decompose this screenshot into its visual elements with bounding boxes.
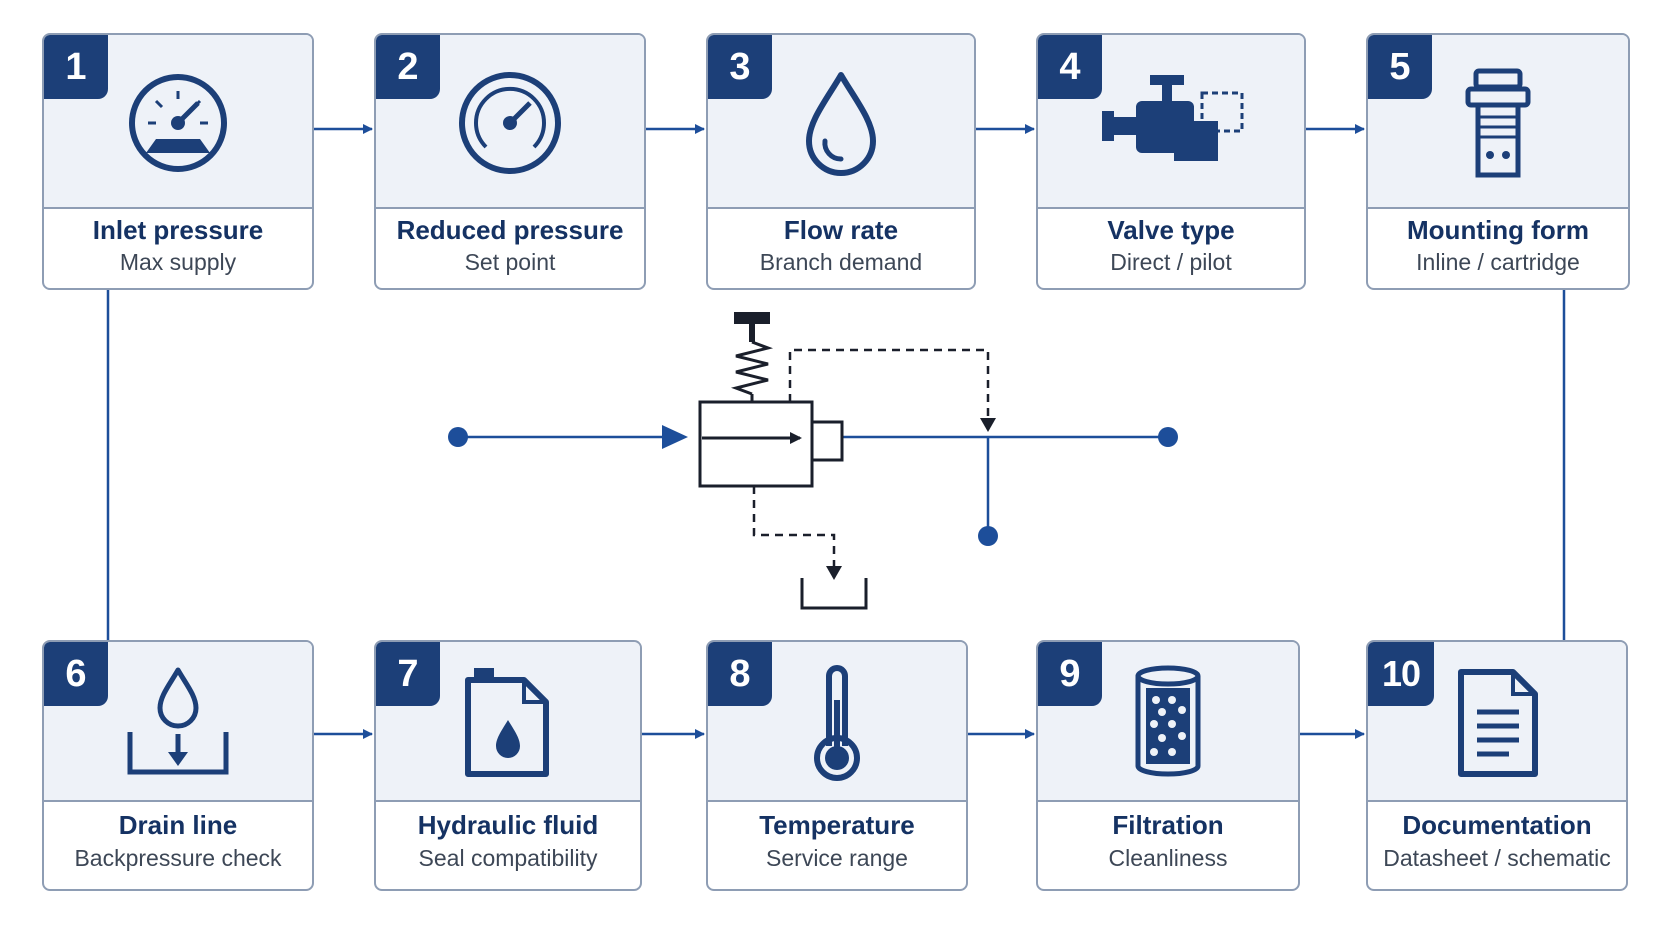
drain-icon: [127, 667, 229, 775]
droplet-icon: [806, 72, 876, 176]
step-title: Documentation: [1402, 810, 1592, 840]
step-card-5[interactable]: 5 Mounting form Inline / cartridge: [1366, 33, 1630, 290]
step-number-badge: 10: [1368, 642, 1434, 706]
step-card-9[interactable]: 9 Filtration Cleanliness: [1036, 640, 1300, 891]
gauge-icon: [459, 72, 561, 174]
step-title: Temperature: [759, 810, 915, 840]
step-subtitle: Set point: [464, 249, 556, 275]
step-card-2[interactable]: 2 Reduced pressure Set point: [374, 33, 646, 290]
gauge-icon: [129, 74, 227, 172]
step-title: Flow rate: [783, 215, 899, 245]
step-number-badge: 3: [708, 35, 772, 99]
step-number-badge: 6: [44, 642, 108, 706]
step-number-badge: 8: [708, 642, 772, 706]
step-subtitle: Max supply: [119, 249, 237, 275]
step-card-1[interactable]: 1 Inlet pressure Max supply: [42, 33, 314, 290]
filter-icon: [1135, 665, 1201, 777]
step-subtitle: Branch demand: [759, 249, 923, 275]
oil-can-icon: [465, 668, 549, 777]
step-number-badge: 2: [376, 35, 440, 99]
step-title: Hydraulic fluid: [417, 810, 599, 840]
step-title: Reduced pressure: [396, 215, 624, 245]
step-title: Mounting form: [1407, 215, 1589, 245]
step-number-badge: 5: [1368, 35, 1432, 99]
step-title: Filtration: [1112, 810, 1224, 840]
cartridge-icon: [1465, 68, 1531, 178]
step-number-badge: 4: [1038, 35, 1102, 99]
step-subtitle: Datasheet / schematic: [1383, 845, 1611, 871]
document-icon: [1458, 669, 1538, 777]
step-card-7[interactable]: 7 Hydraulic fluid Seal compatibility: [374, 640, 642, 891]
step-subtitle: Direct / pilot: [1110, 249, 1232, 275]
step-title: Drain line: [118, 810, 238, 840]
step-subtitle: Cleanliness: [1108, 845, 1228, 871]
step-number-badge: 1: [44, 35, 108, 99]
step-card-10[interactable]: 10 Documentation Datasheet / schematic: [1366, 640, 1628, 891]
step-title: Valve type: [1107, 215, 1235, 245]
step-subtitle: Backpressure check: [74, 845, 282, 871]
valve-schematic: [448, 312, 1178, 610]
valve-icon: [1102, 75, 1244, 161]
step-card-8[interactable]: 8 Temperature Service range: [706, 640, 968, 891]
step-subtitle: Inline / cartridge: [1416, 249, 1580, 275]
step-subtitle: Service range: [766, 845, 908, 871]
step-number-badge: 7: [376, 642, 440, 706]
step-card-6[interactable]: 6 Drain line Backpressure check: [42, 640, 314, 891]
step-card-3[interactable]: 3 Flow rate Branch demand: [706, 33, 976, 290]
step-title: Inlet pressure: [92, 215, 264, 245]
step-number-badge: 9: [1038, 642, 1102, 706]
step-subtitle: Seal compatibility: [418, 845, 598, 871]
step-card-4[interactable]: 4 Valve type Direct / pilot: [1036, 33, 1306, 290]
thermometer-icon: [814, 665, 860, 781]
